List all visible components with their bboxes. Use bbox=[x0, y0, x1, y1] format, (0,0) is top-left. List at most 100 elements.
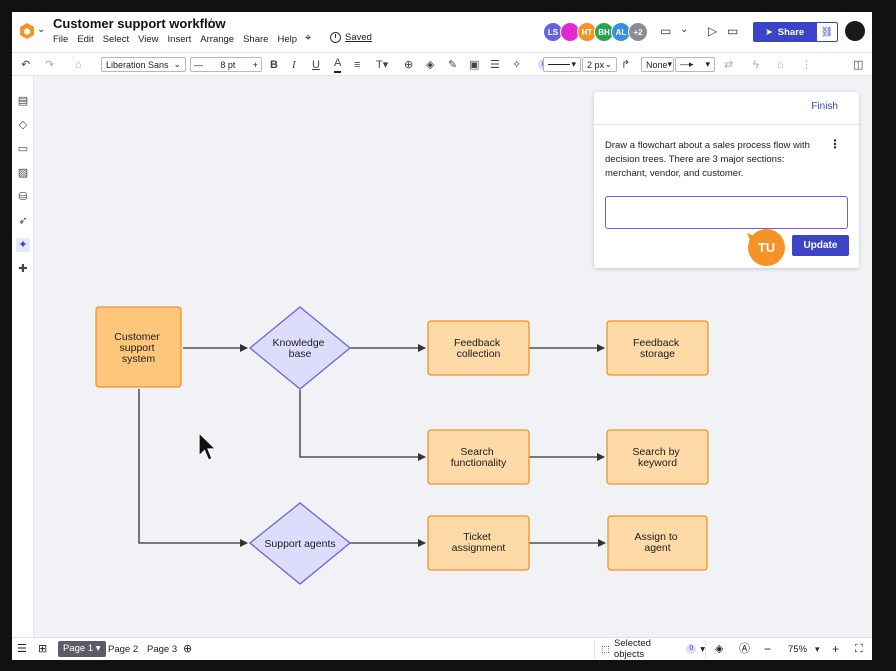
page-tab-active[interactable]: Page 1 ▾ bbox=[58, 641, 106, 657]
app-logo-icon[interactable] bbox=[20, 23, 34, 39]
svg-text:Feedback storage: Feedback storage bbox=[633, 337, 682, 360]
fullscreen-icon[interactable]: ⛶ bbox=[855, 643, 863, 655]
list-view-icon[interactable]: ☰ bbox=[17, 643, 27, 655]
menu-select[interactable]: Select bbox=[102, 34, 130, 45]
video-icon[interactable]: ▭ bbox=[727, 24, 739, 38]
more-options-icon[interactable]: ⋮ bbox=[829, 137, 841, 151]
node-search-by-keyword[interactable]: Search by keyword bbox=[606, 429, 709, 485]
zoom-out-icon[interactable]: − bbox=[764, 642, 772, 656]
underline-icon[interactable]: U bbox=[312, 59, 320, 71]
format-painter-icon[interactable]: ⌂ bbox=[75, 59, 82, 71]
shapes-icon[interactable]: ◇ bbox=[18, 119, 28, 131]
menu-arrange[interactable]: Arrange bbox=[200, 34, 235, 45]
present-icon[interactable]: ▷ bbox=[708, 24, 718, 38]
lightning-icon[interactable]: ϟ bbox=[753, 59, 759, 71]
document-title[interactable]: Customer support workflow bbox=[53, 16, 226, 31]
font-size-stepper[interactable]: — 8 pt + bbox=[190, 57, 262, 72]
font-family-select[interactable]: Liberation Sans ⌄ bbox=[101, 57, 186, 72]
binoculars-icon[interactable]: ⌖ bbox=[305, 32, 312, 44]
frame-icon[interactable]: ▭ bbox=[17, 143, 29, 155]
font-size-value[interactable]: 8 pt bbox=[220, 59, 236, 70]
connector[interactable] bbox=[138, 389, 248, 547]
node-knowledge-base[interactable]: Knowledge base bbox=[248, 306, 352, 390]
bold-icon[interactable]: B bbox=[270, 59, 278, 71]
grid-view-icon[interactable]: ⊞ bbox=[38, 643, 48, 655]
arrow-start-select[interactable]: None ▾ bbox=[641, 57, 674, 72]
page-tab[interactable]: Page 3 bbox=[147, 644, 178, 655]
node-feedback-collection[interactable]: Feedback collection bbox=[427, 320, 530, 376]
line-color-icon[interactable]: ✎ bbox=[448, 59, 458, 71]
page-tab[interactable]: Page 2 bbox=[108, 644, 139, 655]
shape-options-icon[interactable]: ⊕ bbox=[404, 59, 414, 71]
line-style-preview bbox=[548, 64, 570, 65]
line-shape-icon[interactable]: ↱ bbox=[621, 59, 631, 71]
layers-icon[interactable]: ◈ bbox=[715, 643, 724, 655]
selected-objects-select[interactable]: ⬚ Selected objects 0 ▾ bbox=[594, 638, 706, 660]
menu-file[interactable]: File bbox=[53, 34, 69, 45]
avatar-more[interactable]: +2 bbox=[628, 22, 648, 42]
rocket-icon[interactable]: ➶ bbox=[18, 215, 28, 227]
accessibility-icon[interactable]: Ⓐ bbox=[739, 643, 750, 655]
style-icon[interactable]: ☰ bbox=[490, 59, 500, 71]
templates-icon[interactable]: ▤ bbox=[17, 95, 29, 107]
ai-prompt-input[interactable] bbox=[605, 196, 848, 229]
node-feedback-storage[interactable]: Feedback storage bbox=[606, 320, 709, 376]
text-options-icon[interactable]: T▾ bbox=[376, 59, 389, 71]
link-icon: ⛓ bbox=[820, 26, 834, 38]
lock-icon[interactable]: ⌂ bbox=[777, 59, 784, 71]
align-icon[interactable]: ≡ bbox=[354, 59, 361, 71]
plus-icon[interactable]: + bbox=[252, 59, 258, 70]
node-label: base bbox=[289, 348, 312, 360]
header: ⌄ Customer support workflow ☆ File Edit … bbox=[12, 12, 872, 52]
chevron-down-icon[interactable]: ▾ bbox=[815, 644, 820, 654]
node-assign-to-agent[interactable]: Assign to agent bbox=[607, 515, 708, 571]
data-icon[interactable]: ⛁ bbox=[18, 191, 28, 203]
comment-icon[interactable]: ▭ bbox=[660, 24, 672, 38]
flowchart[interactable]: Customer support system Knowledge base F… bbox=[34, 76, 872, 637]
integrations-icon[interactable]: ✚ bbox=[18, 263, 28, 275]
undo-icon[interactable]: ↶ bbox=[21, 59, 31, 71]
node-label: Feedback bbox=[633, 337, 680, 349]
panel-toggle-icon[interactable]: ◫ bbox=[853, 59, 864, 71]
image-icon[interactable]: ▣ bbox=[469, 59, 480, 71]
chevron-down-icon[interactable]: ⌄ bbox=[37, 24, 46, 35]
node-ticket-assignment[interactable]: Ticket assignment bbox=[427, 515, 530, 571]
star-icon[interactable]: ☆ bbox=[205, 15, 218, 31]
fill-color-icon[interactable]: ◈ bbox=[426, 59, 435, 71]
text-color-icon[interactable]: A bbox=[334, 57, 342, 73]
menu-view[interactable]: View bbox=[138, 34, 159, 45]
swap-arrows-icon[interactable]: ⇄ bbox=[724, 59, 734, 71]
menu-help[interactable]: Help bbox=[277, 34, 297, 45]
add-page-icon[interactable]: ⊕ bbox=[183, 643, 193, 655]
node-label: Customer bbox=[114, 331, 160, 343]
collaborator-cursor-badge: TU bbox=[748, 229, 785, 266]
minus-icon[interactable]: — bbox=[194, 59, 203, 70]
line-width-select[interactable]: 2 px ⌄ bbox=[582, 57, 617, 72]
finish-button[interactable]: Finish bbox=[811, 101, 838, 112]
copy-link-button[interactable]: ⛓ bbox=[816, 22, 838, 42]
menu-edit[interactable]: Edit bbox=[77, 34, 94, 45]
node-search-functionality[interactable]: Search functionality bbox=[427, 429, 530, 485]
user-profile-avatar[interactable] bbox=[845, 21, 865, 41]
image-icon[interactable]: ▨ bbox=[17, 167, 29, 179]
save-status[interactable]: Saved bbox=[330, 32, 372, 43]
redo-icon[interactable]: ↷ bbox=[45, 59, 55, 71]
connector[interactable] bbox=[299, 390, 426, 461]
share-button[interactable]: ➤ Share bbox=[753, 22, 816, 42]
update-button[interactable]: Update bbox=[792, 235, 849, 256]
ai-sparkle-icon[interactable]: ✦ bbox=[16, 238, 30, 252]
zoom-in-icon[interactable]: + bbox=[832, 642, 840, 656]
italic-icon[interactable]: I bbox=[292, 59, 296, 71]
chevron-down-icon[interactable]: ⌄ bbox=[680, 24, 689, 35]
line-style-select[interactable]: ▾ bbox=[543, 57, 581, 72]
avatar[interactable]: AL bbox=[611, 22, 631, 42]
node-support-agents[interactable]: Support agents bbox=[248, 502, 352, 585]
node-customer-support-system[interactable]: Customer support system bbox=[95, 306, 182, 388]
menu-share[interactable]: Share bbox=[243, 34, 269, 45]
zoom-level[interactable]: 75% bbox=[788, 644, 808, 655]
arrow-end-select[interactable]: —▸ ▾ bbox=[675, 57, 715, 72]
chevron-down-icon: ⌄ bbox=[604, 59, 612, 69]
menu-insert[interactable]: Insert bbox=[167, 34, 192, 45]
more-options-icon[interactable]: ⋮ bbox=[801, 59, 812, 71]
magic-wand-icon[interactable]: ✧ bbox=[512, 59, 522, 71]
